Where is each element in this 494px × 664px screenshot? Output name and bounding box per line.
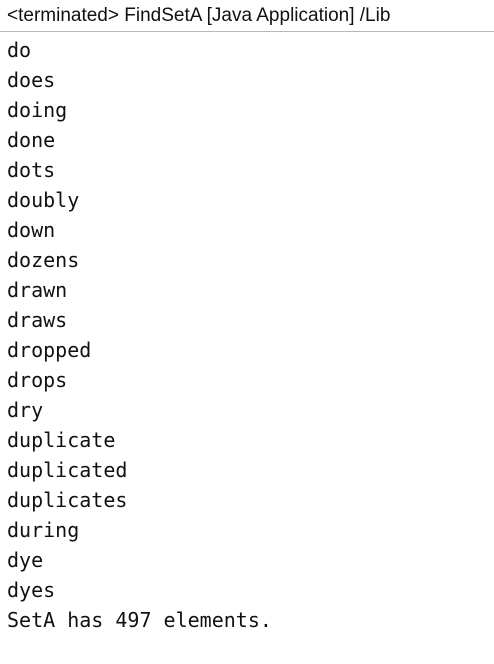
output-line: during bbox=[7, 518, 80, 542]
output-line: do bbox=[7, 38, 32, 62]
output-line: doing bbox=[7, 98, 68, 122]
output-line: drawn bbox=[7, 278, 68, 302]
output-line: dozens bbox=[7, 248, 80, 272]
output-line: dye bbox=[7, 548, 44, 572]
output-line: draws bbox=[7, 308, 68, 332]
output-line: done bbox=[7, 128, 56, 152]
output-line: doubly bbox=[7, 188, 80, 212]
summary-line: SetA has 497 elements. bbox=[7, 608, 272, 632]
output-line: dyes bbox=[7, 578, 56, 602]
output-line: duplicates bbox=[7, 488, 128, 512]
output-line: down bbox=[7, 218, 56, 242]
output-line: dots bbox=[7, 158, 56, 182]
output-line: dry bbox=[7, 398, 44, 422]
output-line: duplicate bbox=[7, 428, 116, 452]
output-line: does bbox=[7, 68, 56, 92]
output-line: dropped bbox=[7, 338, 92, 362]
console-output[interactable]: do does doing done dots doubly down doze… bbox=[0, 32, 494, 635]
output-line: duplicated bbox=[7, 458, 128, 482]
output-line: drops bbox=[7, 368, 68, 392]
console-title: <terminated> FindSetA [Java Application]… bbox=[0, 0, 494, 32]
